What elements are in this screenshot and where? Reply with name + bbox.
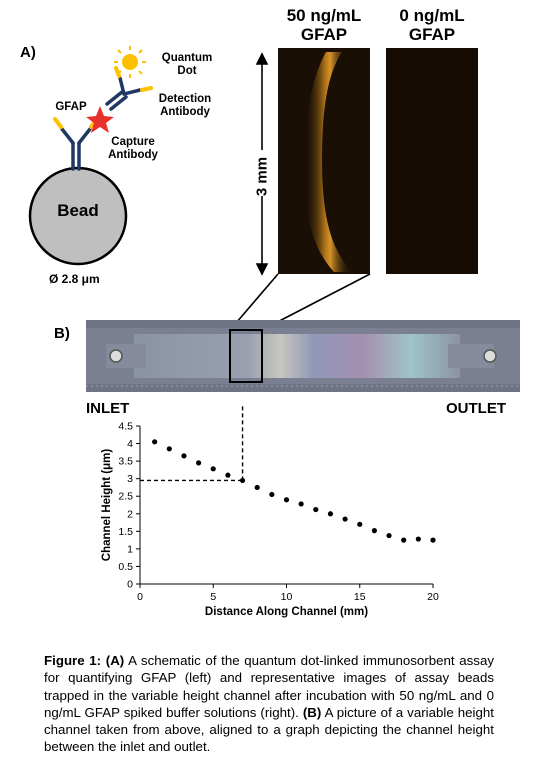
y-tick-label: 4 — [127, 438, 133, 450]
assay-schematic — [28, 46, 153, 266]
data-point — [357, 521, 363, 527]
image-title-0ng: 0 ng/mL GFAP — [399, 6, 465, 44]
y-tick-label: 1 — [127, 543, 133, 555]
scale-bar-label-wrap: 3 mm — [250, 157, 274, 196]
data-point — [225, 472, 231, 478]
x-axis-label: Distance Along Channel (mm) — [205, 606, 368, 618]
outlet-port — [483, 349, 497, 363]
gfap-label: GFAP — [55, 101, 87, 113]
bead-label: Bead — [57, 201, 99, 220]
y-tick-label: 4.5 — [118, 421, 133, 433]
data-point — [239, 477, 246, 484]
y-tick-label: 1.5 — [118, 526, 133, 538]
y-axis-label: Channel Height (μm) — [101, 449, 113, 562]
data-point — [415, 536, 421, 542]
data-point — [401, 537, 407, 543]
data-point — [152, 439, 158, 445]
data-point — [166, 446, 172, 452]
fluorescence-image-0ng — [386, 48, 478, 274]
x-tick-label: 0 — [137, 591, 143, 603]
data-point — [210, 466, 216, 472]
image-overlay — [229, 48, 478, 331]
capture-antibody — [60, 127, 92, 171]
inlet-label: INLET — [86, 400, 130, 417]
quantum-dot-icon — [114, 46, 146, 78]
capture-antibody-label: Capture Antibody — [108, 136, 158, 161]
outlet-label: OUTLET — [446, 400, 506, 417]
zoom-box — [229, 329, 263, 383]
detection-antibody — [105, 76, 142, 111]
caption-b-tag: (B) — [302, 704, 322, 720]
data-point — [283, 497, 290, 503]
data-point — [327, 511, 334, 517]
data-point — [342, 516, 348, 522]
inlet-port — [109, 349, 123, 363]
scale-bar — [255, 52, 269, 276]
data-point — [181, 453, 187, 459]
x-tick-label: 10 — [281, 591, 293, 603]
detection-antibody-tabs — [114, 66, 153, 92]
y-tick-label: 0.5 — [118, 561, 133, 573]
channel-photo — [86, 320, 520, 392]
figure-caption: Figure 1: (A) A schematic of the quantum… — [44, 652, 494, 756]
caption-figure-label: Figure 1: — [44, 653, 102, 668]
channel — [134, 334, 460, 378]
x-tick-label: 20 — [427, 591, 439, 603]
data-point — [386, 532, 392, 539]
image-title-50ng: 50 ng/mL GFAP — [286, 6, 362, 44]
fluorescence-band — [304, 52, 352, 272]
gfap-star-icon — [86, 106, 114, 133]
caption-a-text: A schematic of the quantum dot-linked im… — [44, 653, 494, 720]
caption-b-text: A picture of a variable height channel t… — [44, 704, 494, 755]
y-tick-label: 3 — [127, 473, 133, 485]
panel-a-label: A) — [20, 44, 36, 61]
bead-diameter-label: Ø 2.8 μm — [49, 272, 100, 286]
data-point — [313, 506, 319, 513]
caption-a-tag: (A) — [105, 653, 125, 668]
y-tick-label: 2 — [127, 508, 133, 520]
x-tick-label: 15 — [354, 591, 366, 603]
data-point — [269, 491, 275, 498]
scale-bar-label: 3 mm — [253, 156, 271, 197]
data-point — [254, 484, 260, 491]
detection-antibody-label: Detection Antibody — [158, 93, 212, 118]
x-tick-label: 5 — [210, 591, 216, 603]
data-point — [196, 460, 202, 466]
y-tick-label: 2.5 — [118, 491, 133, 503]
data-point — [371, 528, 377, 534]
y-tick-label: 0 — [127, 579, 133, 591]
panel-b-label: B) — [54, 325, 70, 342]
data-point — [298, 501, 304, 507]
y-tick-label: 3.5 — [118, 456, 133, 468]
quantum-dot-label: Quantum Dot — [161, 52, 213, 77]
data-point — [430, 537, 436, 543]
